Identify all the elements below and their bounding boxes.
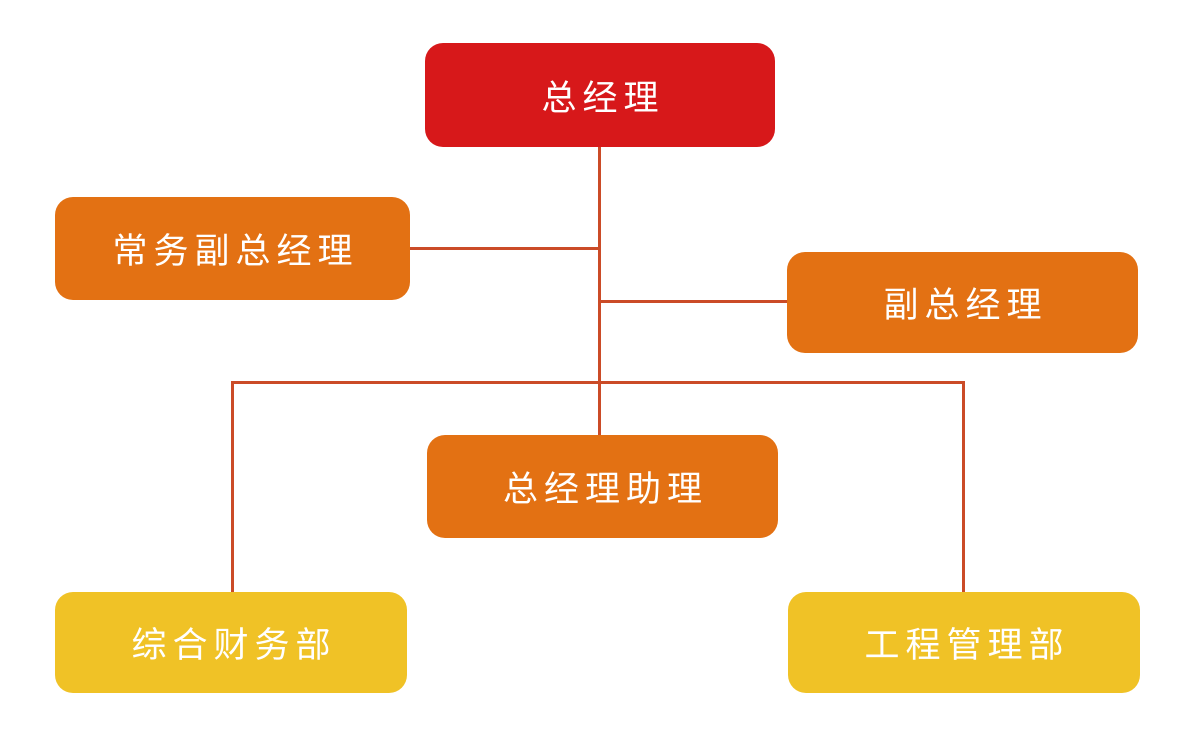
node-executive-deputy-gm: 常务副总经理 — [55, 197, 410, 300]
connector-executive-deputy-gm — [410, 247, 601, 250]
node-gm-assistant: 总经理助理 — [427, 435, 778, 538]
node-engineering-mgmt-dept: 工程管理部 — [788, 592, 1140, 693]
node-engineering-mgmt-dept-label: 工程管理部 — [864, 626, 1070, 665]
connector-finance-drop — [231, 381, 234, 592]
node-general-manager: 总经理 — [425, 43, 775, 147]
node-general-manager-label: 总经理 — [541, 78, 665, 118]
connector-engineering-drop — [962, 381, 965, 592]
node-deputy-gm: 副总经理 — [787, 252, 1138, 353]
connector-main-vertical — [598, 147, 601, 435]
node-deputy-gm-label: 副总经理 — [883, 286, 1048, 325]
node-gm-assistant-label: 总经理助理 — [502, 470, 708, 509]
node-executive-deputy-gm-label: 常务副总经理 — [112, 232, 359, 271]
node-general-finance-dept-label: 综合财务部 — [131, 626, 337, 665]
connector-departments-crossbar — [231, 381, 965, 384]
node-general-finance-dept: 综合财务部 — [55, 592, 407, 693]
connector-deputy-gm — [598, 300, 787, 303]
